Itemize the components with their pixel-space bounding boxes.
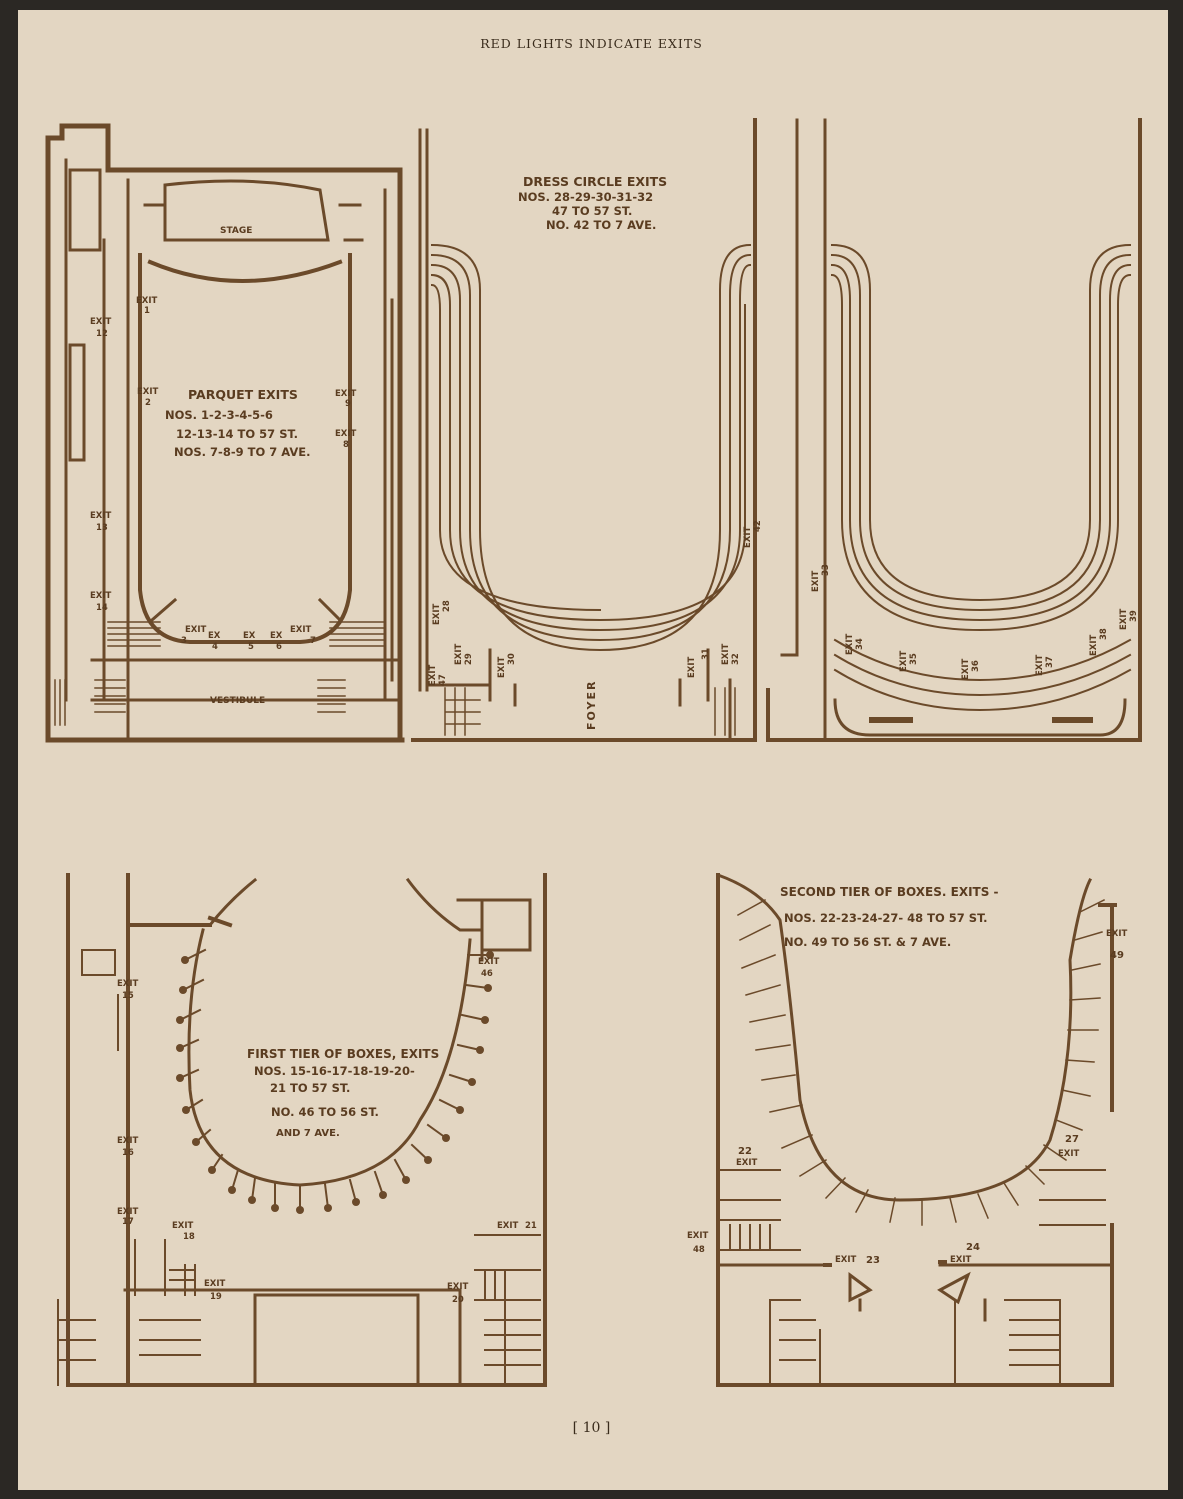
- exit23-word: EXIT: [835, 1255, 857, 1265]
- dress-circle-line3: NO. 42 TO 7 AVE.: [546, 218, 657, 232]
- parquet-exit2-word: EXIT: [137, 387, 159, 397]
- exit23-num: 23: [866, 1255, 880, 1266]
- exit46-num: 46: [481, 969, 493, 979]
- parquet-exit4-word: EX: [208, 631, 221, 641]
- parquet-exit7-num: 7: [310, 636, 316, 646]
- second-tier-plan: [716, 873, 1117, 1387]
- exit31-label: EXIT: [687, 656, 697, 678]
- dress-circle-line1: NOS. 28-29-30-31-32: [518, 190, 654, 204]
- exit29-num: 29: [464, 653, 474, 665]
- page-header: RED LIGHTS INDICATE EXITS: [480, 36, 703, 51]
- exit35-num: 35: [909, 653, 919, 665]
- exit27-num: 27: [1065, 1134, 1079, 1145]
- first-tier-box-dividers: [178, 948, 491, 1211]
- exit22-word: EXIT: [736, 1158, 758, 1168]
- exit47-num: 47: [438, 674, 448, 686]
- parquet-exit14-word: EXIT: [90, 591, 112, 601]
- parquet-exit7-word: EXIT: [290, 625, 312, 635]
- exit17-num: 17: [122, 1217, 134, 1227]
- exit33-num: 33: [821, 564, 831, 576]
- first-tier-line1: NOS. 15-16-17-18-19-20-: [254, 1064, 415, 1078]
- exit18-word: EXIT: [172, 1221, 194, 1231]
- parquet-exit1-num: 1: [144, 306, 150, 316]
- exit46-word: EXIT: [478, 957, 500, 967]
- parquet-exits-line1: NOS. 1-2-3-4-5-6: [165, 408, 273, 422]
- exit15-word: EXIT: [117, 979, 139, 989]
- exit36-num: 36: [971, 660, 981, 672]
- exit34-num: 34: [855, 638, 865, 650]
- first-tier-line2: 21 TO 57 ST.: [270, 1081, 351, 1095]
- parquet-exit8-word: EXIT: [335, 429, 357, 439]
- exit15-num: 15: [122, 991, 134, 1001]
- parquet-plan: [45, 123, 405, 743]
- parquet-exit2-num: 2: [145, 398, 151, 408]
- parquet-vestibule-label: VESTIBULE: [210, 696, 266, 706]
- exit20-word: EXIT: [447, 1282, 469, 1292]
- exit19-word: EXIT: [204, 1279, 226, 1289]
- first-tier-line4: AND 7 AVE.: [276, 1128, 340, 1139]
- parquet-exit9-word: EXIT: [335, 389, 357, 399]
- exit28-num: 28: [442, 600, 452, 612]
- exit42-num: 42: [753, 520, 763, 532]
- exit38-num: 38: [1099, 628, 1109, 640]
- exit48-word: EXIT: [687, 1231, 709, 1241]
- page-number: [ 10 ]: [572, 1420, 611, 1436]
- exit24-word: EXIT: [950, 1255, 972, 1265]
- parquet-exits-title: PARQUET EXITS: [188, 387, 298, 402]
- exit16-num: 16: [122, 1148, 134, 1158]
- parquet-stage-label: STAGE: [220, 226, 253, 236]
- dress-circle-foyer-label: FOYER: [585, 679, 598, 730]
- parquet-exit1-word: EXIT: [136, 296, 158, 306]
- exit30-num: 30: [507, 653, 517, 665]
- program-page: [18, 10, 1168, 1490]
- parquet-exit6-word: EX: [270, 631, 283, 641]
- parquet-exit12-num: 12: [96, 329, 108, 339]
- exit18-num: 18: [183, 1232, 195, 1242]
- first-tier-seat-dots: [176, 951, 494, 1214]
- parquet-exit3-word: EXIT: [185, 625, 207, 635]
- exit20-num: 20: [452, 1295, 464, 1305]
- parquet-exit12-word: EXIT: [90, 317, 112, 327]
- parquet-exit9-num: 9: [345, 399, 351, 409]
- exit24-num: 24: [966, 1242, 980, 1253]
- parquet-exit5-word: EX: [243, 631, 256, 641]
- exit39-num: 39: [1129, 610, 1139, 622]
- first-tier-line3: NO. 46 TO 56 ST.: [271, 1105, 379, 1119]
- exit37-num: 37: [1045, 656, 1055, 668]
- exit32-num: 32: [731, 653, 741, 665]
- exit22-num: 22: [738, 1146, 752, 1157]
- dress-circle-title: DRESS CIRCLE EXITS: [523, 174, 668, 189]
- exit16-word: EXIT: [117, 1136, 139, 1146]
- parquet-exit8-num: 8: [343, 440, 349, 450]
- parquet-exit13-word: EXIT: [90, 511, 112, 521]
- exit17-word: EXIT: [117, 1207, 139, 1217]
- second-tier-line1: NOS. 22-23-24-27- 48 TO 57 ST.: [784, 911, 988, 925]
- exit48-num: 48: [693, 1245, 705, 1255]
- parquet-exits-line3: NOS. 7-8-9 TO 7 AVE.: [174, 445, 311, 459]
- parquet-exit5-num: 5: [248, 642, 254, 652]
- exit19-num: 19: [210, 1292, 222, 1302]
- parquet-exit6-num: 6: [276, 642, 282, 652]
- parquet-exit4-num: 4: [212, 642, 218, 652]
- dress-circle-plan: [411, 118, 757, 742]
- exit49-word: EXIT: [1106, 929, 1128, 939]
- parquet-exit3-num: 3: [181, 636, 187, 646]
- exit27-word: EXIT: [1058, 1149, 1080, 1159]
- exit49-num: 49: [1110, 950, 1124, 961]
- parquet-exit14-num: 14: [96, 603, 108, 613]
- exit21-num: 21: [525, 1221, 537, 1231]
- exit31-num: 31: [701, 648, 711, 660]
- parquet-exit13-num: 13: [96, 523, 108, 533]
- dress-circle-line2: 47 TO 57 ST.: [552, 204, 633, 218]
- second-tier-box-dividers: [736, 898, 1106, 1226]
- exit21-word: EXIT: [497, 1221, 519, 1231]
- second-tier-line2: NO. 49 TO 56 ST. & 7 AVE.: [784, 935, 952, 949]
- second-tier-title: SECOND TIER OF BOXES. EXITS -: [780, 885, 999, 899]
- first-tier-title: FIRST TIER OF BOXES, EXITS: [247, 1047, 440, 1061]
- upper-circle-plan: [766, 118, 1142, 742]
- parquet-exits-line2: 12-13-14 TO 57 ST.: [176, 427, 298, 441]
